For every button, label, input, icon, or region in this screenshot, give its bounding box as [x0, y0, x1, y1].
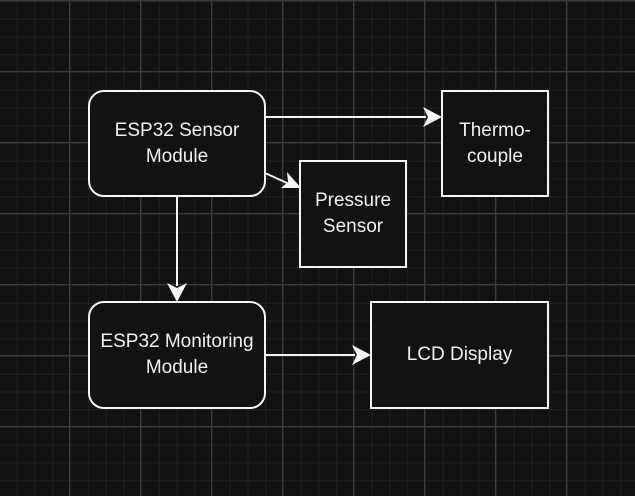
node-label: LCD Display [406, 344, 513, 365]
edge-sensor-to-thermocouple[interactable] [265, 107, 442, 127]
node-label: ESP32 Monitoring Module [100, 331, 254, 378]
node-pressure-sensor[interactable]: Pressure Sensor [299, 160, 407, 268]
edge-sensor-to-monitoring[interactable] [167, 196, 187, 302]
node-esp32-sensor-module[interactable]: ESP32 Sensor Module [88, 90, 266, 197]
edge-sensor-to-pressure[interactable] [264, 172, 301, 188]
edge-monitoring-to-lcd[interactable] [265, 345, 371, 365]
node-esp32-monitoring-module[interactable]: ESP32 Monitoring Module [88, 301, 266, 409]
arrowhead-icon [423, 107, 442, 127]
arrowhead-icon [167, 283, 187, 302]
node-label: Thermo- couple [459, 119, 531, 167]
arrowhead-icon [281, 172, 301, 188]
arrowhead-icon [352, 345, 371, 365]
node-thermocouple[interactable]: Thermo- couple [441, 90, 549, 197]
node-label: ESP32 Sensor Module [114, 119, 240, 167]
node-lcd-display[interactable]: LCD Display [370, 301, 549, 409]
node-label: Pressure Sensor [314, 190, 392, 237]
